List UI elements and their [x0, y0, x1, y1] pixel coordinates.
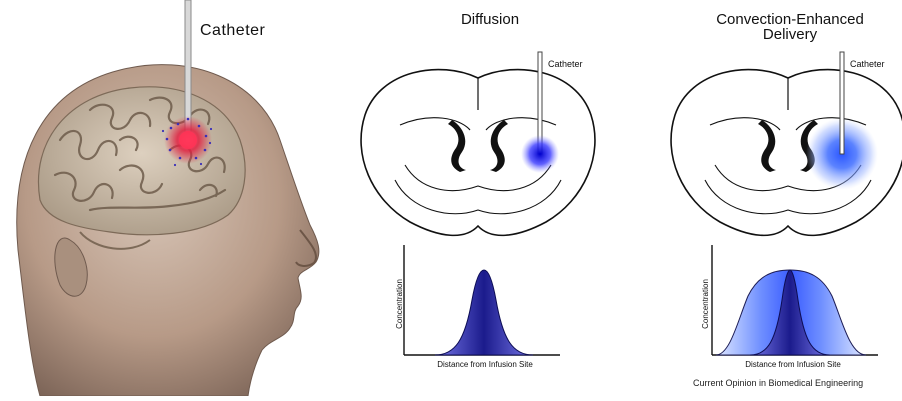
head-illustration: [17, 0, 319, 396]
main-catheter: [185, 0, 191, 132]
ced-x-axis-label: Distance from Infusion Site: [728, 361, 858, 369]
ced-catheter-label: Catheter: [850, 60, 885, 69]
ced-title-line2: Delivery: [700, 27, 880, 42]
ced-catheter: [840, 52, 844, 154]
diffusion-title: Diffusion: [440, 12, 540, 27]
red-infusion-core: [179, 131, 197, 149]
ced-plot: [712, 245, 878, 355]
diffusion-y-axis-label: Concentration: [396, 254, 404, 354]
diffusion-catheter-label: Catheter: [548, 60, 583, 69]
diffusion-infusion: [521, 135, 559, 173]
diffusion-brain-section: [361, 52, 595, 235]
diffusion-curve: [435, 270, 533, 355]
ced-y-axis-label: Concentration: [702, 254, 710, 354]
diffusion-x-axis-label: Distance from Infusion Site: [420, 361, 550, 369]
ced-title-line1: Convection-Enhanced: [700, 12, 880, 27]
main-catheter-label: Catheter: [200, 23, 265, 39]
diffusion-plot: [404, 245, 560, 355]
credit-text: Current Opinion in Biomedical Engineerin…: [693, 379, 863, 388]
ced-brain-section: [671, 52, 902, 235]
